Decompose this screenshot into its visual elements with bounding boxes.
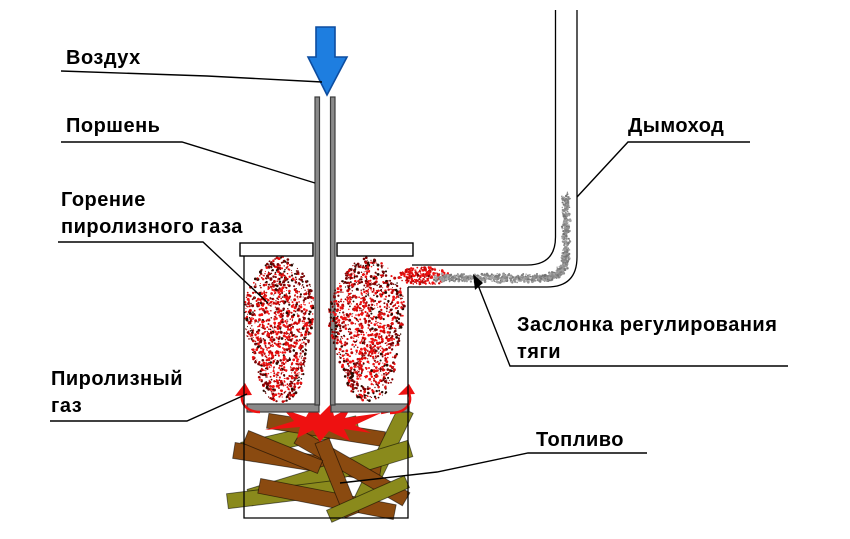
combustion-speckles-right	[327, 256, 406, 402]
label-pyrolysis-gas: Пиролизный газ	[51, 366, 183, 420]
combustion-speckles-left	[244, 255, 315, 403]
air-flow-arrow	[306, 26, 349, 97]
piston-plate-right	[330, 403, 410, 413]
label-combustion: Горение пиролизного газа	[61, 187, 243, 241]
chimney-inner-wall	[412, 10, 557, 266]
chimney-outer-wall	[408, 10, 578, 288]
combustion-speckles-duct	[397, 266, 451, 286]
label-chimney: Дымоход	[628, 115, 725, 137]
wood-stick	[242, 429, 324, 475]
label-air: Воздух	[66, 47, 141, 69]
wood-stick	[325, 475, 411, 523]
leader-piston	[61, 141, 316, 184]
piston-tube-right-wall	[329, 96, 336, 406]
smoke-speckles	[432, 191, 572, 284]
label-fuel: Топливо	[536, 429, 625, 451]
chamber-lid-right	[336, 242, 414, 257]
label-combustion-line1: Горение	[61, 189, 146, 211]
gas-curl-arrowhead-right	[398, 384, 415, 395]
leader-pyrolysis-gas	[50, 393, 248, 422]
label-piston: Поршень	[66, 115, 161, 137]
leader-damper-arrowhead	[473, 274, 483, 290]
leader-combustion	[58, 241, 269, 304]
label-damper: Заслонка регулирования тяги	[517, 312, 777, 366]
label-pyrolysis-gas-line2: газ	[51, 395, 83, 417]
label-pyrolysis-gas-line1: Пиролизный	[51, 368, 184, 390]
piston-tube-left-wall	[314, 96, 321, 406]
wood-stick	[314, 437, 360, 519]
leader-fuel	[339, 452, 647, 484]
fuel-chamber-outline	[243, 256, 409, 519]
leader-air	[60, 70, 323, 83]
leader-chimney	[576, 141, 750, 198]
wood-pile	[226, 405, 414, 523]
flame-burst	[265, 404, 381, 442]
leader-damper	[475, 279, 788, 367]
label-combustion-line2: пиролизного газа	[61, 216, 243, 238]
chamber-lid-left	[239, 242, 314, 257]
label-damper-line1: Заслонка регулирования	[517, 314, 778, 336]
label-damper-line2: тяги	[517, 341, 562, 363]
